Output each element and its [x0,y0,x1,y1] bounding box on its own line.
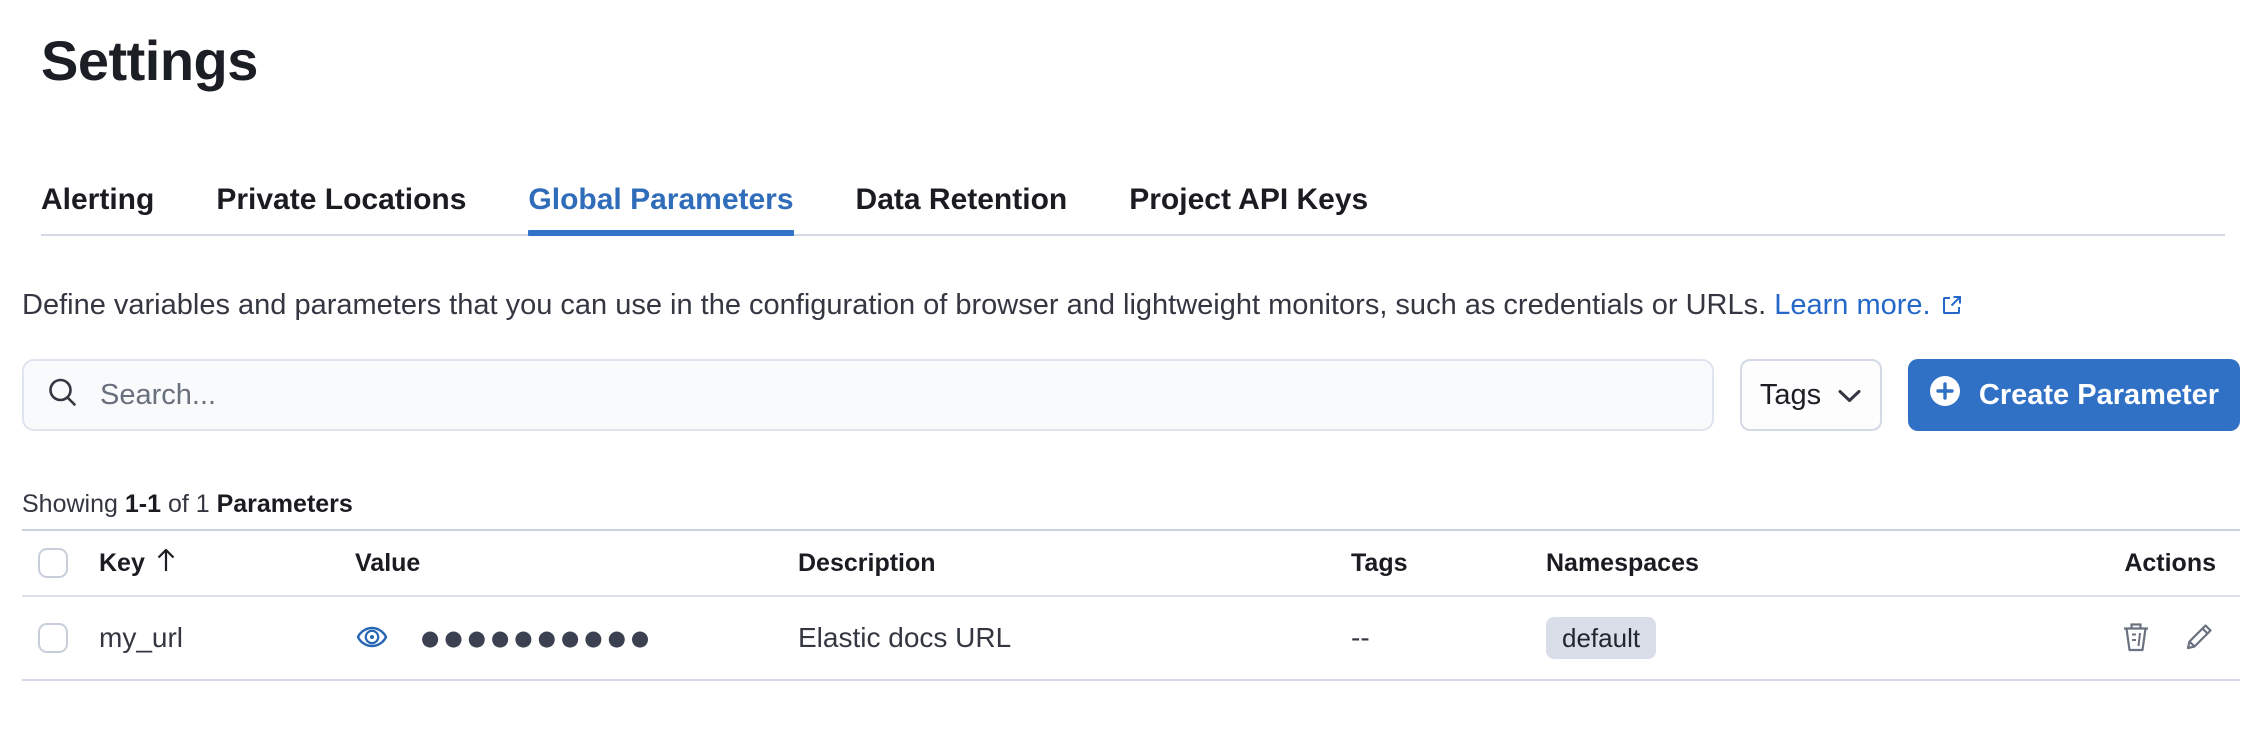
external-link-icon [1940,283,1964,333]
column-header-tags: Tags [1351,548,1408,577]
delete-parameter-button[interactable] [2120,620,2152,657]
table-header-row: Key Value Description Tags Namespaces Ac… [22,531,2240,597]
column-header-actions: Actions [2124,548,2216,577]
tags-filter-label: Tags [1759,378,1822,411]
tags-filter-button[interactable]: Tags [1740,359,1882,431]
summary-prefix: Showing [22,490,125,518]
row-checkbox-cell [22,623,99,653]
column-header-value: Value [355,548,421,577]
summary-range: 1-1 [124,490,161,518]
row-actions-cell [1922,620,2240,657]
tab-data-retention[interactable]: Data Retention [855,183,1068,216]
tab-private-locations[interactable]: Private Locations [216,183,467,216]
parameters-table: Key Value Description Tags Namespaces Ac… [22,529,2240,681]
search-icon [46,376,80,415]
learn-more-link[interactable]: Learn more. [1774,289,1963,321]
create-parameter-button[interactable]: Create Parameter [1908,359,2240,431]
summary-suffix: Parameters [216,490,353,518]
column-header-key-label: Key [99,548,145,577]
page-description: Define variables and parameters that you… [22,280,2240,333]
plus-in-circle-icon [1929,375,1961,415]
row-description: Elastic docs URL [798,622,1012,653]
masked-value: ●●●●●●●●●● [421,626,655,650]
page-title: Settings [41,29,258,92]
toolbar: Tags Create Parameter [22,359,2240,431]
eye-icon [355,620,389,657]
search-box [22,359,1714,431]
trash-icon [2120,620,2152,657]
namespace-badge: default [1546,617,1657,659]
tab-global-parameters[interactable]: Global Parameters [528,182,794,236]
row-tags: -- [1351,622,1370,653]
header-checkbox-cell [22,548,99,578]
settings-page: Settings Alerting Private Locations Glob… [0,28,2262,754]
chevron-down-icon [1837,379,1862,412]
description-text: Define variables and parameters that you… [22,289,1767,321]
pencil-icon [2182,620,2216,657]
row-namespaces: default [1546,617,1922,659]
table-row: my_url ●●●●●●●●●● Elastic docs URL -- de… [22,597,2240,681]
settings-tabs: Alerting Private Locations Global Parame… [41,182,2225,236]
tab-project-api-keys[interactable]: Project API Keys [1129,183,1369,216]
select-all-checkbox[interactable] [38,548,68,578]
column-header-key[interactable]: Key [99,547,355,580]
edit-parameter-button[interactable] [2182,620,2216,657]
create-parameter-label: Create Parameter [1978,378,2220,411]
sort-ascending-icon [155,547,177,580]
tab-alerting[interactable]: Alerting [41,183,155,216]
row-key: my_url [99,622,184,653]
column-header-description: Description [798,548,936,577]
column-header-namespaces: Namespaces [1546,548,1699,577]
search-input[interactable] [100,378,1690,412]
results-summary: Showing 1-1 of 1 Parameters [22,489,2240,519]
summary-middle: of 1 [161,490,217,518]
reveal-value-button[interactable] [355,620,389,657]
row-checkbox[interactable] [38,623,68,653]
row-value-cell: ●●●●●●●●●● [355,620,798,657]
learn-more-label: Learn more. [1774,289,1931,321]
